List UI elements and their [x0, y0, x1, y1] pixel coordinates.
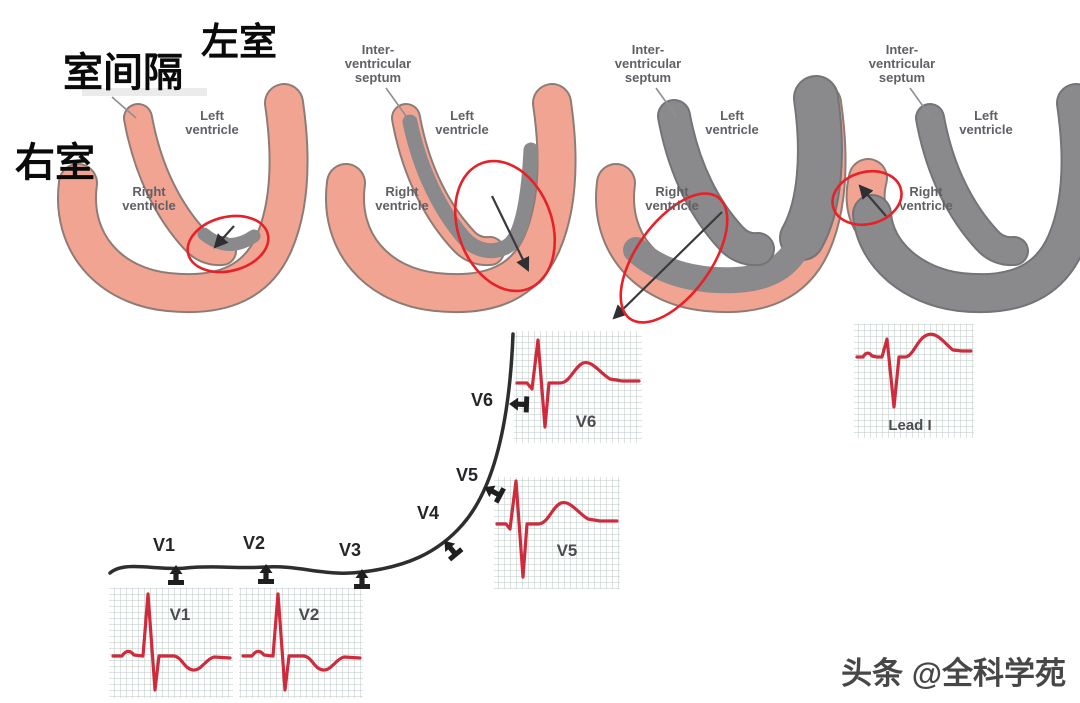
ecg-trace-v5	[495, 479, 619, 579]
label-zh-septum: 室间隔	[63, 51, 183, 95]
chest-lead-label-v4: V4	[417, 503, 439, 523]
septum-band	[125, 105, 235, 265]
ecg-strip-v6: V6	[514, 331, 642, 443]
highlight-ellipse-rv-tip	[831, 170, 903, 226]
ecg-strip-label-v6: V6	[576, 412, 597, 431]
erased-label-remnant	[82, 88, 207, 96]
septum-leader-line	[655, 87, 677, 117]
label-left-ventricle: Left	[974, 108, 999, 123]
label-septum: ventricular	[615, 56, 681, 71]
depolarized-endocardial-band	[402, 114, 539, 259]
label-zh-left-ventricle: 左室	[201, 21, 277, 64]
heart-stage-1-septal-activation: Left ventricle Right ventricle	[57, 83, 309, 314]
label-septum: ventricular	[869, 56, 935, 71]
ecg-grid-v1	[109, 588, 233, 698]
watermark: 头条 @全科学苑 头条 @全科学苑	[841, 656, 1068, 693]
ecg-trace-v1	[111, 592, 232, 692]
ecg-trace-v6	[515, 338, 641, 429]
depolarization-arrow-septal	[213, 225, 235, 249]
depolarization-arrow-lv	[491, 195, 530, 272]
chest-lead-label-v3: V3	[339, 540, 361, 560]
chest-lead-label-v5: V5	[456, 465, 478, 485]
ecg-trace-v2	[241, 592, 362, 692]
highlight-ellipse-septal	[186, 214, 270, 274]
heart-stage-3-lv-depolarized: Inter- ventricular septum Left ventricle…	[595, 42, 847, 324]
label-right-ventricle: ventricle	[899, 198, 952, 213]
heart-stage-2-lv-wall-activation: Inter- ventricular septum Left ventricle…	[325, 42, 577, 314]
label-right-ventricle: Right	[909, 184, 943, 199]
label-left-ventricle: Left	[200, 108, 225, 123]
highlight-ellipse-lv	[453, 159, 557, 293]
ventricle-outer-wall	[59, 85, 307, 312]
chest-lead-label-v6: V6	[471, 390, 493, 410]
septum-leader-line	[909, 87, 931, 117]
septum-leader-line	[111, 96, 137, 119]
label-right-ventricle: Right	[655, 184, 689, 199]
label-septum: septum	[879, 70, 925, 85]
ecg-strip-label-lead-i: Lead I	[888, 417, 931, 434]
depolarized-outer-wall	[854, 85, 1080, 312]
depolarized-septum	[917, 105, 1027, 265]
depolarized-septum	[659, 101, 773, 265]
label-right-ventricle: ventricle	[645, 198, 698, 213]
septum-leader-line	[385, 87, 407, 117]
label-septum: septum	[625, 70, 671, 85]
ecg-grid-lead-i	[854, 324, 974, 438]
ventricle-outer-wall	[327, 85, 575, 312]
label-left-ventricle: Left	[450, 108, 475, 123]
ecg-strip-v5: V5	[494, 477, 620, 589]
depolarized-septal-region	[197, 227, 261, 251]
chest-wall-line	[108, 332, 515, 575]
label-left-ventricle: ventricle	[185, 122, 238, 137]
label-septum: Inter-	[632, 42, 665, 57]
watermark-highlight: 头条 @全科学苑	[843, 658, 1068, 693]
label-right-ventricle: Right	[132, 184, 166, 199]
ecg-strip-label-v5: V5	[557, 541, 578, 560]
chest-lead-label-v1: V1	[153, 535, 175, 555]
watermark-text: 头条 @全科学苑	[841, 656, 1066, 691]
label-right-ventricle: ventricle	[122, 198, 175, 213]
ecg-trace-lead-i	[855, 332, 973, 409]
terminal-depolarization-arrow	[858, 184, 887, 217]
label-left-ventricle: ventricle	[959, 122, 1012, 137]
label-septum: Inter-	[886, 42, 919, 57]
ecg-grid-v2	[239, 588, 363, 698]
ecg-strip-v1: V1	[109, 588, 233, 698]
label-left-ventricle: Left	[720, 108, 745, 123]
label-left-ventricle: ventricle	[435, 122, 488, 137]
label-septum: ventricular	[345, 56, 411, 71]
ecg-strip-label-v1: V1	[170, 605, 191, 624]
label-septum: Inter-	[362, 42, 395, 57]
ecg-strip-v2: V2	[239, 588, 363, 698]
label-septum: septum	[355, 70, 401, 85]
highlight-ellipse-rv	[619, 192, 729, 324]
heart-stage-4-fully-depolarized: Inter- ventricular septum Left ventricle…	[831, 42, 1080, 314]
depolarization-arrow-rv	[612, 211, 723, 320]
ecg-strip-lead-i: Lead I	[854, 324, 974, 438]
chest-lead-label-v2: V2	[243, 533, 265, 553]
electrode-v4	[438, 535, 464, 562]
label-right-ventricle: ventricle	[375, 198, 428, 213]
depolarized-lv-horn	[781, 77, 841, 259]
label-right-ventricle: Right	[385, 184, 419, 199]
label-zh-right-ventricle: 右室	[15, 141, 95, 185]
label-left-ventricle: ventricle	[705, 122, 758, 137]
depolarized-inner-bottom	[623, 225, 815, 294]
ecg-strip-label-v2: V2	[299, 605, 320, 624]
